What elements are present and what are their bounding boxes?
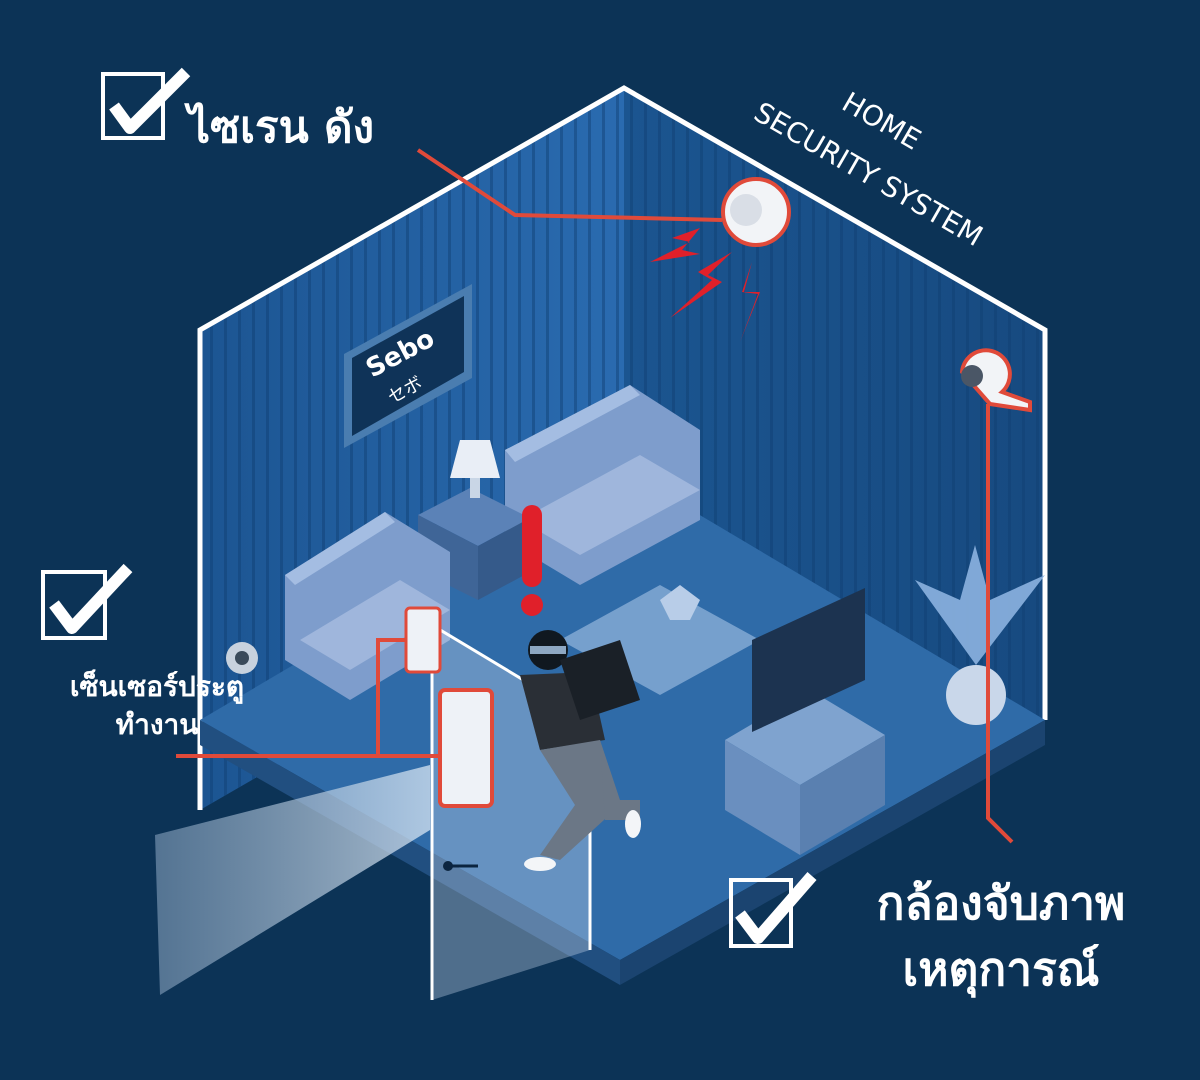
side-table	[418, 488, 530, 546]
door-sensor-small	[404, 606, 442, 674]
door-sensor-label-line2: ทำงาน	[115, 708, 199, 741]
camera-label-line1: กล้องจับภาพ	[876, 876, 1126, 930]
door-frame	[430, 622, 592, 1000]
siren-callout-label: ไซเรน ดัง	[188, 102, 375, 153]
siren-callout-line	[416, 148, 723, 222]
tv-stand	[725, 690, 885, 785]
floor-front-right	[620, 720, 1045, 985]
plant-leaves	[915, 545, 1045, 665]
plant-pot	[946, 665, 1006, 725]
floor-front-left	[200, 720, 620, 985]
table-plant	[660, 585, 700, 620]
lightning-bolt-icon	[650, 228, 700, 262]
picture-inner	[352, 296, 464, 436]
door-sensor-icon	[438, 688, 494, 808]
door-sensor-callout-label: เซ็นเซอร์ประตู ทำงาน	[14, 668, 300, 744]
flashlight-beam	[155, 765, 430, 995]
lightning-bolt-icon-3	[740, 262, 760, 342]
tv-screen	[752, 588, 865, 732]
checkbox-check-icon	[101, 67, 191, 140]
wall-outline	[197, 85, 1048, 810]
camera-callout-line	[986, 404, 1014, 844]
intruder-figure	[520, 630, 641, 871]
checkbox-check-icon-sensor	[41, 563, 133, 640]
checkbox-check-icon-camera	[729, 872, 817, 948]
camera-label-line2: เหตุการณ์	[902, 942, 1100, 996]
sensor-callout-line-2	[376, 638, 406, 756]
lamp-shade	[450, 440, 500, 478]
door-sensor-label-line1: เซ็นเซอร์ประตู	[69, 670, 245, 703]
exclamation-icon	[522, 505, 542, 587]
camera-callout-label: กล้องจับภาพ เหตุการณ์	[826, 870, 1176, 1002]
camera-device-icon	[959, 348, 1032, 413]
